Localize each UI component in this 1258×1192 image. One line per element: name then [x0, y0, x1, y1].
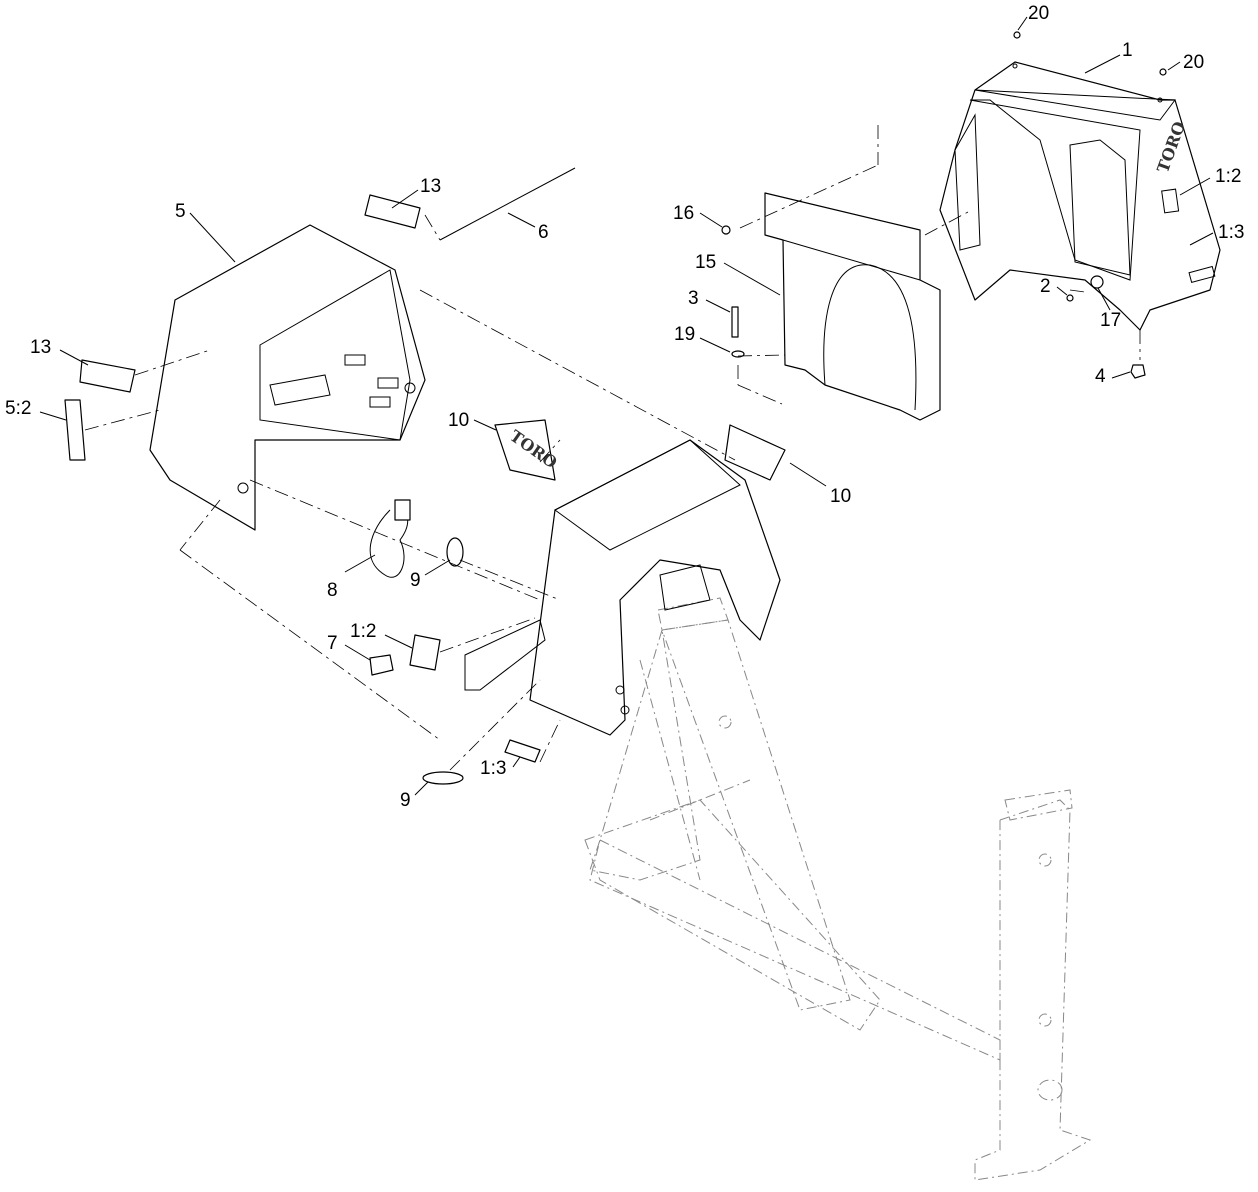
rear-housing: TORO	[939, 61, 1221, 331]
screw-2	[1066, 294, 1074, 302]
decal-10-left: TORO	[494, 419, 561, 481]
callout-1-3-bottom: 1:3	[480, 758, 506, 779]
decal-13-left	[79, 359, 136, 393]
washer-17	[1090, 275, 1104, 289]
callout-10-right: 10	[830, 486, 851, 507]
callout-20-right: 20	[1183, 52, 1204, 73]
callout-9-upper: 9	[410, 570, 421, 591]
washer-19	[731, 350, 745, 358]
switch-1-2	[409, 634, 441, 671]
rivet-20-right	[1159, 68, 1167, 76]
decal-10-right	[724, 424, 786, 481]
callout-15: 15	[695, 252, 716, 273]
callout-1: 1	[1122, 40, 1133, 61]
decal-5-2	[64, 399, 86, 461]
callout-2: 2	[1040, 276, 1051, 297]
callout-5: 5	[175, 201, 186, 222]
front-shroud	[464, 439, 781, 736]
left-shroud	[149, 224, 426, 531]
callout-9-lower: 9	[400, 790, 411, 811]
clip-9-upper	[446, 537, 464, 567]
leader-lines	[39, 16, 1214, 796]
callout-16: 16	[673, 203, 694, 224]
assembly-lines	[84, 125, 1141, 771]
knob-7	[369, 654, 394, 676]
callout-5-2: 5:2	[5, 398, 31, 419]
callout-1-2-top: 1:2	[1215, 166, 1241, 187]
clip-9-lower	[422, 771, 464, 785]
callout-13-left: 13	[30, 337, 51, 358]
frame-phantom	[584, 597, 1092, 1181]
rivet-20-left	[1013, 31, 1021, 39]
callout-19: 19	[674, 324, 695, 345]
callout-10-left: 10	[448, 410, 469, 431]
decal-1-3	[504, 739, 541, 763]
screw-16	[721, 225, 731, 235]
callout-4: 4	[1095, 366, 1106, 387]
callout-20-left: 20	[1028, 3, 1049, 24]
callout-13-top: 13	[420, 176, 441, 197]
cover-plate	[764, 192, 941, 421]
callouts: 20 1 20 1:2 1:3 16 15 3 19 2 17 4 13 6 5…	[5, 3, 1244, 811]
callout-6: 6	[538, 222, 549, 243]
callout-17: 17	[1100, 310, 1121, 331]
decal-13-top	[364, 194, 421, 229]
callout-7: 7	[327, 633, 338, 654]
bolt-3	[731, 306, 739, 338]
connector-8	[394, 499, 411, 521]
callout-3: 3	[688, 288, 699, 309]
callout-1-2-bottom: 1:2	[350, 621, 376, 642]
nut-4	[1130, 364, 1146, 379]
callout-1-3-top: 1:3	[1218, 222, 1244, 243]
rod-6	[439, 167, 576, 241]
callout-8: 8	[327, 580, 338, 601]
